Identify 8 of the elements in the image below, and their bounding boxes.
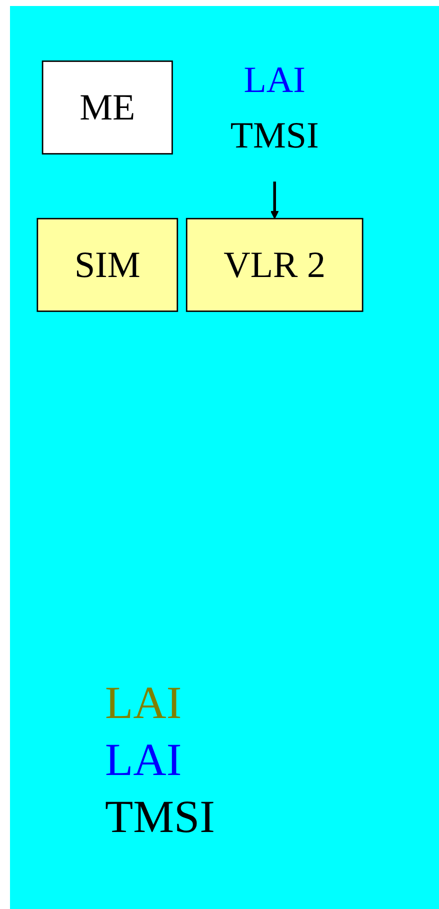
label-text: TMSI [105, 790, 215, 844]
label-text: LAI [105, 733, 183, 787]
arrow [270, 182, 279, 219]
node-box: SIM [36, 218, 178, 312]
node-box: ME [42, 60, 173, 154]
node-text: LAI TMSI [230, 58, 319, 156]
node-box: VLR 2 [186, 218, 364, 312]
label-text: LAI [105, 676, 183, 730]
